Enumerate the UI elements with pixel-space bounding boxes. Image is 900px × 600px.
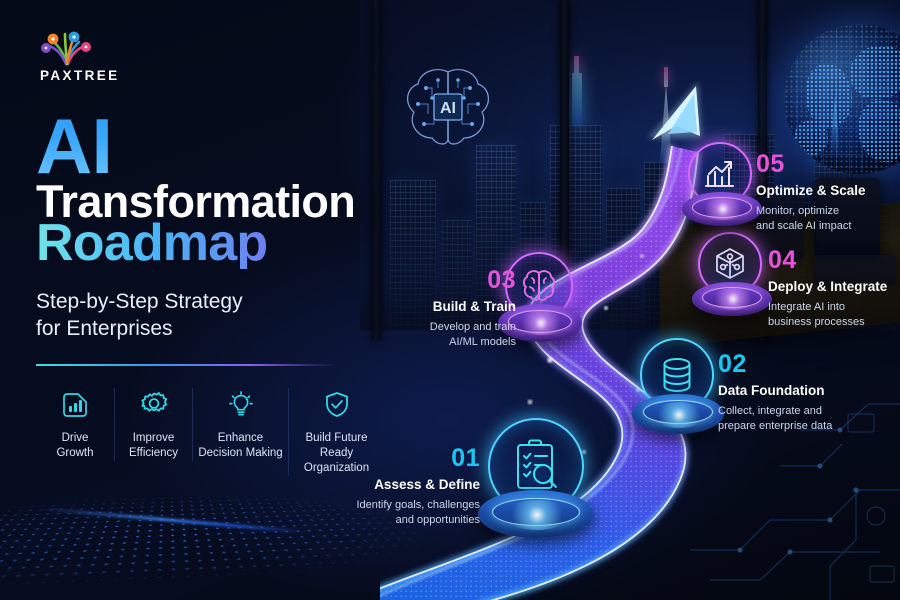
step-description: Monitor, optimize and scale AI impact (756, 204, 896, 234)
brain-icon (522, 270, 556, 301)
step-title: Build & Train (432, 299, 516, 314)
page-subtitle: Step-by-Step Strategy for Enterprises (36, 289, 396, 343)
benefit-label-line1: Build Future (305, 431, 368, 444)
step-node-03 (498, 252, 584, 342)
step-number: 03 (487, 266, 516, 294)
step-card-02[interactable]: 02 Data Foundation Collect, integrate an… (718, 352, 868, 434)
step-description: Collect, integrate and prepare enterpris… (718, 404, 868, 434)
benefit-item-improve-efficiency[interactable]: Improve Efficiency (114, 387, 192, 462)
step-desc-line2: and opportunities (395, 513, 480, 526)
shield-check-icon (293, 388, 380, 422)
lightbulb-icon (197, 388, 284, 422)
step-card-04[interactable]: 04 Deploy & Integrate Integrate AI into … (768, 248, 896, 330)
step-title: Optimize & Scale (756, 183, 866, 198)
ai-brain-circuit-icon: AI (407, 69, 489, 145)
step-desc-line1: Integrate AI into (768, 300, 846, 313)
circuit-decoration (690, 403, 900, 600)
step-node-04 (692, 232, 774, 316)
ai-chip-label: AI (440, 100, 456, 117)
step-description: Identify goals, challenges and opportuni… (330, 498, 480, 528)
digital-globe (784, 24, 900, 174)
brand-logo[interactable]: PAXTREE (36, 22, 396, 83)
office-chair (756, 196, 804, 260)
bar-chart-icon (40, 388, 110, 422)
database-icon (663, 358, 691, 393)
step-title: Data Foundation (718, 383, 825, 398)
clipboard-checklist-magnifier-icon (517, 439, 557, 489)
brand-name: PAXTREE (40, 68, 120, 83)
gradient-divider (36, 363, 336, 366)
step-node-05 (682, 142, 764, 226)
step-desc-line2: business processes (768, 315, 865, 328)
benefit-label-line1: Drive (61, 431, 89, 444)
step-number: 05 (756, 150, 785, 178)
benefit-item-drive-growth[interactable]: Drive Growth (36, 388, 114, 461)
step-card-05[interactable]: 05 Optimize & Scale Monitor, optimize an… (756, 152, 896, 234)
step-desc-line2: AI/ML models (449, 335, 516, 348)
step-node-01 (478, 418, 598, 538)
cube-network-icon (716, 248, 744, 279)
growth-chart-icon (705, 161, 734, 187)
office-chair (814, 178, 880, 260)
step-desc-line2: prepare enterprise data (718, 419, 833, 432)
benefit-label: Drive Growth (40, 431, 110, 461)
benefit-label: Improve Efficiency (119, 431, 188, 461)
step-title: Deploy & Integrate (768, 279, 888, 294)
step-01-podium (478, 490, 594, 538)
subtitle-line-1: Step-by-Step Strategy (36, 289, 243, 313)
benefit-label-line2: Growth (56, 446, 94, 459)
benefit-label-line1: Enhance (217, 431, 264, 444)
office-chair (814, 255, 896, 285)
step-card-01[interactable]: 01 Assess & Define Identify goals, chall… (330, 446, 480, 528)
step-description: Integrate AI into business processes (768, 300, 896, 330)
step-desc-line1: Collect, integrate and (718, 404, 822, 417)
step-card-03[interactable]: 03 Build & Train Develop and train AI/ML… (380, 268, 516, 350)
benefit-label-line1: Improve (132, 431, 175, 444)
gear-icon (119, 388, 188, 422)
step-number: 02 (718, 350, 747, 378)
paxtree-tree-logo-icon (41, 31, 91, 66)
step-desc-line1: Monitor, optimize (756, 204, 840, 217)
page-title: AI Transformation Roadmap (36, 107, 396, 269)
step-title: Assess & Define (374, 477, 480, 492)
window-mullion (758, 0, 767, 340)
step-description: Develop and train AI/ML models (380, 320, 516, 350)
step-02-podium (632, 394, 724, 434)
benefit-label-line2: Efficiency (128, 446, 178, 459)
benefit-item-enhance-decision-making[interactable]: Enhance Decision Making (192, 387, 288, 462)
step-03-podium (498, 304, 582, 342)
step-desc-line1: Develop and train (429, 320, 516, 333)
step-number: 01 (451, 444, 480, 472)
step-04-podium (692, 282, 772, 316)
subtitle-line-2: for Enterprises (36, 316, 173, 340)
step-05-podium (682, 192, 762, 226)
step-number: 04 (768, 246, 797, 274)
window-mullion (560, 0, 569, 340)
step-node-02 (632, 338, 726, 434)
step-desc-line1: Identify goals, challenges (356, 498, 480, 511)
title-line-ai: AI (36, 107, 396, 185)
benefit-label: Enhance Decision Making (197, 431, 284, 461)
road-arrow-head (648, 82, 702, 140)
left-content-panel: PAXTREE AI Transformation Roadmap Step-b… (36, 22, 396, 477)
step-desc-line2: and scale AI impact (756, 219, 852, 232)
benefit-label-line2: Decision Making (198, 446, 283, 459)
